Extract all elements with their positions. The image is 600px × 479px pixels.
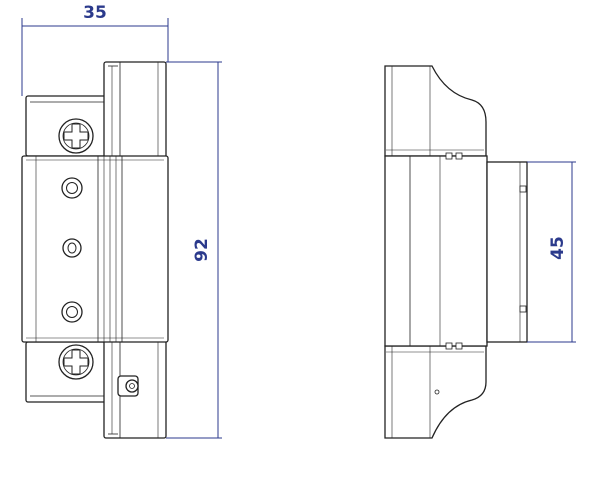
upper-adjust-hole-icon — [61, 177, 83, 199]
top-screw-icon — [58, 118, 94, 154]
side-central-plate — [384, 155, 488, 347]
width-dimension-label: 35 — [83, 3, 107, 23]
slot-dimension-label: 45 — [548, 236, 568, 260]
lower-adjust-hole-icon — [61, 301, 83, 323]
locking-pin-icon — [117, 375, 139, 397]
front-middle-plate — [21, 155, 169, 343]
side-dimensions — [527, 161, 576, 343]
front-dimensions — [21, 18, 222, 439]
bottom-screw-icon — [58, 344, 94, 380]
height-dimension-label: 92 — [192, 238, 212, 262]
front-view — [21, 61, 169, 439]
side-view — [384, 65, 528, 439]
middle-adjust-hole-icon — [62, 238, 82, 258]
side-top-block — [384, 65, 487, 157]
